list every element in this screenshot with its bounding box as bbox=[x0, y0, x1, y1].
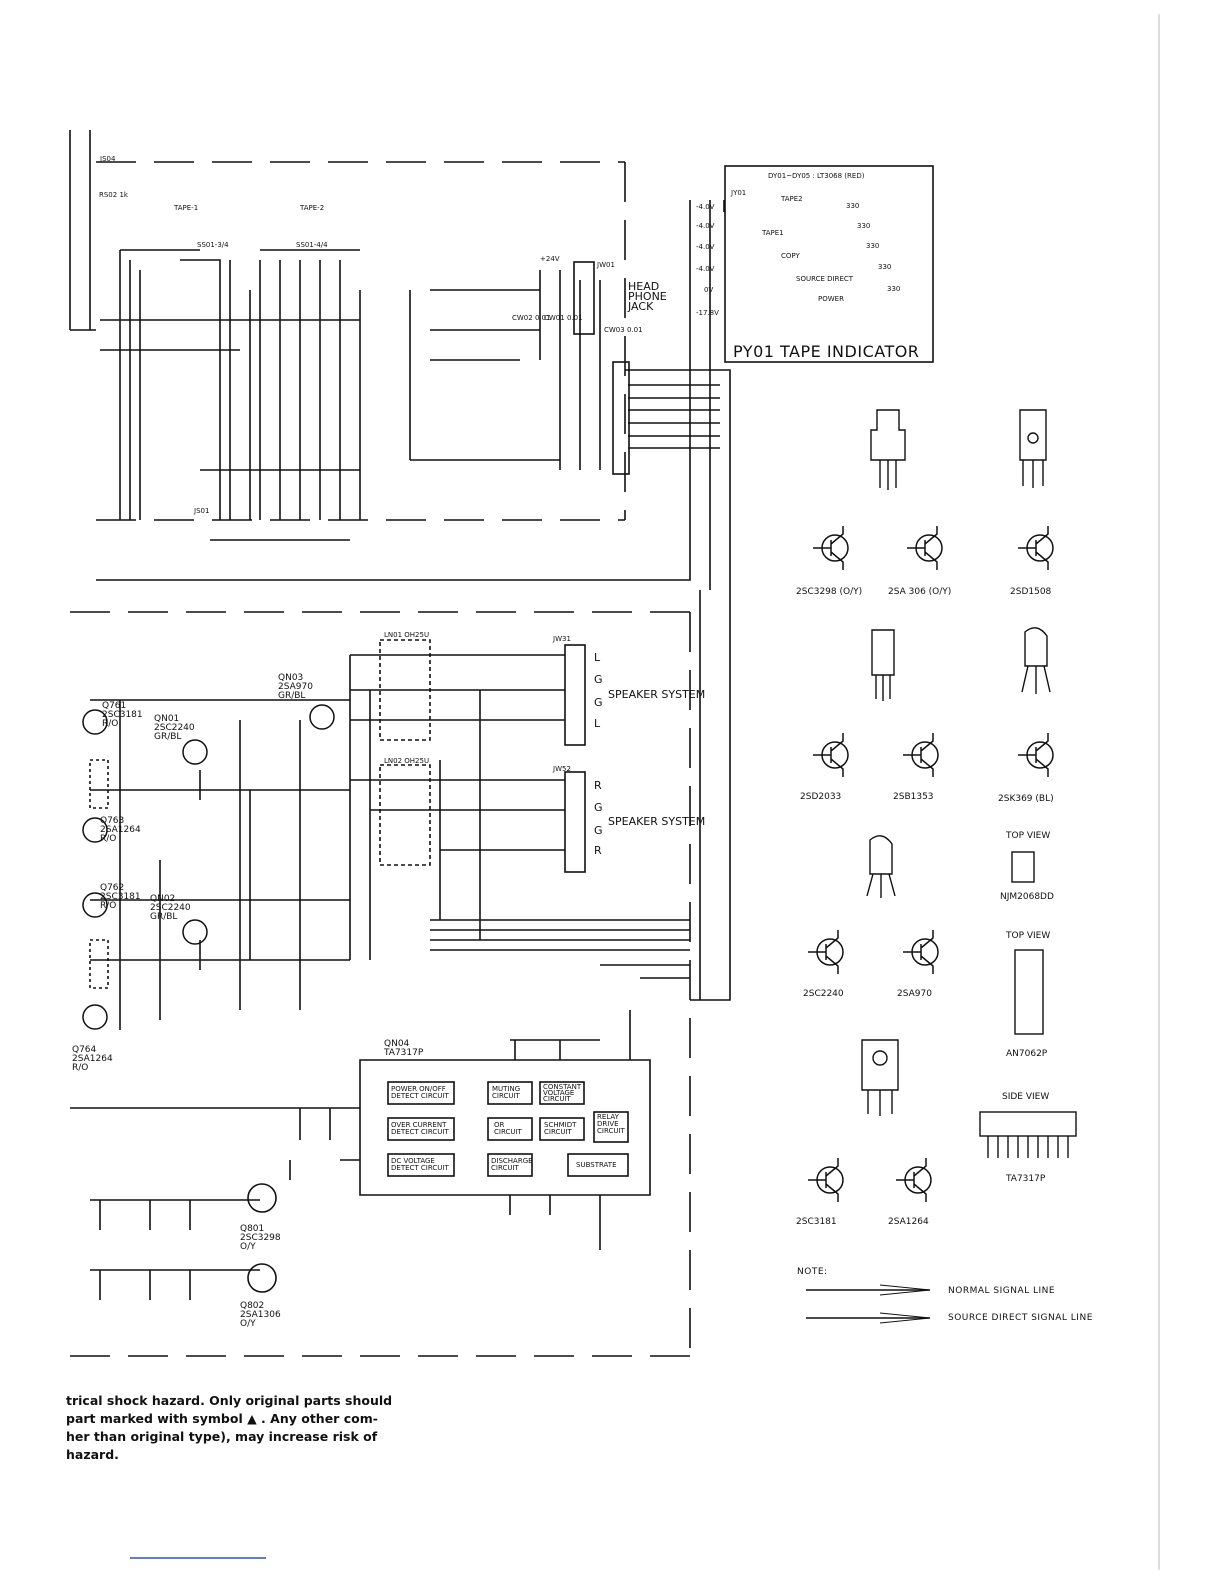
spk-a-pin-3: G bbox=[594, 696, 603, 709]
ln01-relay-label: LN01 OH25U bbox=[384, 631, 430, 639]
js04-label: JS04 bbox=[100, 155, 116, 163]
pkg-2sa1264: 2SA1264 bbox=[888, 1217, 929, 1227]
dy04-label: TAPE2 bbox=[781, 195, 803, 203]
pkg-2sc2240: 2SC2240 bbox=[803, 989, 844, 999]
voltage-6: -17.8V bbox=[696, 309, 719, 317]
ic-block-muting: MUTING CIRCUIT bbox=[492, 1085, 521, 1100]
jw31-label: JW31 bbox=[553, 635, 571, 643]
dy03-label: TAPE1 bbox=[762, 229, 784, 237]
q764-label: Q764 2SA1264 R/O bbox=[72, 1045, 113, 1073]
q802-label: Q802 2SA1306 O/Y bbox=[240, 1301, 281, 1329]
pkg-2sa970: 2SA970 bbox=[897, 989, 932, 999]
speaker-system-b-label: SPEAKER SYSTEM bbox=[608, 815, 706, 828]
pkg-2sa1306: 2SA 306 (O/Y) bbox=[888, 587, 952, 597]
an-top-view-label: TOP VIEW bbox=[1006, 931, 1051, 941]
qn03-label: QN03 2SA970 GR/BL bbox=[278, 673, 313, 701]
ry02-value: 330 bbox=[878, 263, 892, 271]
headphone-jack-label: HEAD PHONE JACK bbox=[628, 280, 667, 313]
q762-label: Q762 2SC3181 R/O bbox=[100, 883, 141, 911]
ic-block-constant-voltage: CONSTANT VOLTAGE CIRCUIT bbox=[543, 1083, 582, 1103]
qn04-label: QN04 TA7317P bbox=[384, 1039, 424, 1058]
ry05-value: 330 bbox=[866, 242, 880, 250]
pkg-2sd2033: 2SD2033 bbox=[800, 792, 842, 802]
speaker-system-a-label: SPEAKER SYSTEM bbox=[608, 688, 706, 701]
note-title: NOTE: bbox=[797, 1267, 828, 1277]
voltage-1: -4.0V bbox=[696, 203, 715, 211]
ln02-relay-label: LN02 OH25U bbox=[384, 757, 430, 765]
ss01-4-label: SS01-4/4 bbox=[296, 241, 328, 249]
js01-label: JS01 bbox=[194, 507, 210, 515]
ta7317p-label: TA7317P bbox=[1006, 1174, 1046, 1184]
spk-b-pin-1: R bbox=[594, 779, 602, 792]
pkg-2sd1508: 2SD1508 bbox=[1010, 587, 1052, 597]
njm-top-view-label: TOP VIEW bbox=[1006, 831, 1051, 841]
voltage-3: -4.0V bbox=[696, 243, 715, 251]
pkg-2sc3181: 2SC3181 bbox=[796, 1217, 837, 1227]
source-direct-line-label: SOURCE DIRECT SIGNAL LINE bbox=[948, 1313, 1093, 1323]
ic-block-discharge: DISCHARGE CIRCUIT bbox=[491, 1157, 533, 1172]
jw52-label: JW52 bbox=[553, 765, 571, 773]
spk-b-pin-2: G bbox=[594, 801, 603, 814]
ic-block-or: OR CIRCUIT bbox=[494, 1121, 522, 1136]
supply-label: +24V bbox=[540, 255, 560, 263]
spk-a-pin-4: L bbox=[594, 717, 601, 730]
ic-block-dc-voltage: DC VOLTAGE DETECT CIRCUIT bbox=[391, 1157, 449, 1172]
ic-block-relay-drive: RELAY DRIVE CIRCUIT bbox=[597, 1113, 625, 1135]
qn01-label: QN01 2SC2240 GR/BL bbox=[154, 714, 195, 742]
an7062p-label: AN7062P bbox=[1006, 1049, 1048, 1059]
dy01-label: POWER bbox=[818, 295, 844, 303]
safety-warning-text: trical shock hazard. Only original parts… bbox=[66, 1393, 393, 1462]
pkg-2sk369: 2SK369 (BL) bbox=[998, 794, 1054, 804]
q801-label: Q801 2SC3298 O/Y bbox=[240, 1224, 281, 1252]
jy01-connector-label: JY01 bbox=[731, 189, 747, 197]
normal-signal-line-label: NORMAL SIGNAL LINE bbox=[948, 1286, 1056, 1296]
tape2-label: TAPE-2 bbox=[300, 204, 325, 212]
pkg-2sb1353: 2SB1353 bbox=[893, 792, 934, 802]
cw02-label: CW02 0.01 bbox=[512, 314, 551, 322]
voltage-4: -4.0V bbox=[696, 265, 715, 273]
tape-indicator-title: PY01 TAPE INDICATOR bbox=[733, 342, 920, 361]
ta-side-view-label: SIDE VIEW bbox=[1002, 1092, 1050, 1102]
voltage-5: 0V bbox=[704, 286, 714, 294]
q763-label: Q763 2SA1264 R/O bbox=[100, 816, 141, 844]
ic-block-power-detect: POWER ON/OFF DETECT CIRCUIT bbox=[391, 1085, 449, 1100]
led-type-header: DY01~DY05 : LT3068 (RED) bbox=[768, 172, 865, 180]
voltage-2: -4.0V bbox=[696, 222, 715, 230]
njm2068dd-label: NJM2068DD bbox=[1000, 892, 1054, 902]
ry04-value: 330 bbox=[846, 202, 860, 210]
tape1-label: TAPE-1 bbox=[174, 204, 199, 212]
dy02-label: SOURCE DIRECT bbox=[796, 275, 854, 283]
cw01-label: CW01 0.01 bbox=[544, 314, 583, 322]
ic-block-schmidt: SCHMIDT CIRCUIT bbox=[544, 1121, 577, 1136]
qn02-label: QN02 2SC2240 GR/BL bbox=[150, 894, 191, 922]
spk-b-pin-3: G bbox=[594, 824, 603, 837]
dy05-label: COPY bbox=[781, 252, 800, 260]
cw03-label: CW03 0.01 bbox=[604, 326, 643, 334]
q761-label: Q761 2SC3181 R/O bbox=[102, 701, 143, 729]
jw01-label: JW01 bbox=[597, 261, 615, 269]
pkg-2sc3298: 2SC3298 (O/Y) bbox=[796, 587, 863, 597]
ry03-value: 330 bbox=[857, 222, 871, 230]
ry01-value: 330 bbox=[887, 285, 901, 293]
spk-b-pin-4: R bbox=[594, 844, 602, 857]
ic-block-over-current: OVER CURRENT DETECT CIRCUIT bbox=[391, 1121, 449, 1136]
spk-a-pin-2: G bbox=[594, 673, 603, 686]
ic-block-substrate: SUBSTRATE bbox=[576, 1161, 617, 1169]
rs02-label: RS02 1k bbox=[99, 191, 128, 199]
spk-a-pin-1: L bbox=[594, 651, 601, 664]
ss01-3-label: SS01-3/4 bbox=[197, 241, 229, 249]
